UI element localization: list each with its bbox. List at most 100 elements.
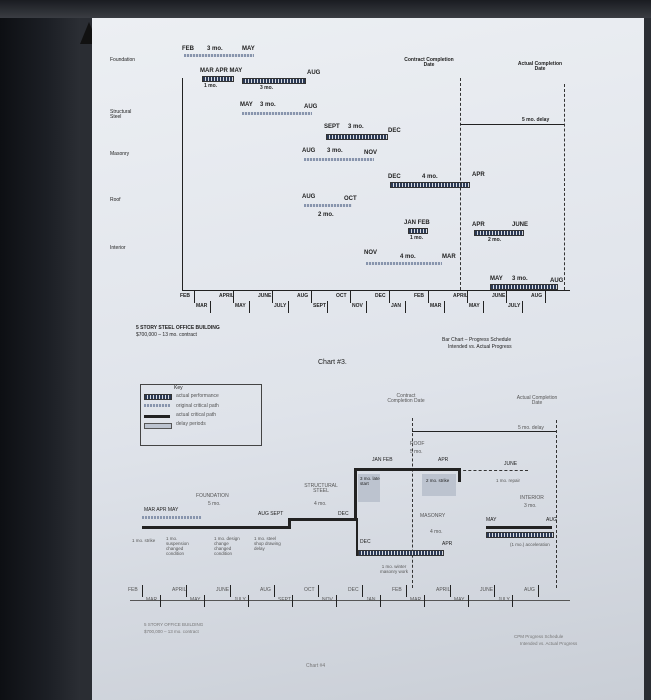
actual-completion-label: Actual Completion Date — [516, 395, 558, 406]
axis-tick — [142, 585, 143, 597]
axis-month-label: MAR — [146, 597, 158, 603]
axis-month-label: OCT — [304, 587, 315, 593]
axis-tick — [336, 595, 337, 607]
critical-path-roof-drop — [458, 468, 461, 482]
steel-label: STRUCTURAL STEEL — [304, 483, 338, 494]
axis-month-label: MAY — [190, 597, 201, 603]
bar-label: NOV — [364, 250, 378, 256]
axis-month-label: DEC — [375, 293, 386, 299]
steel-dec: DEC — [338, 511, 349, 517]
axis-tick — [450, 585, 451, 597]
bar-actual — [242, 78, 306, 84]
axis-tick — [233, 291, 234, 303]
caption-subtitle: Intended vs. Actual Progress — [448, 344, 512, 350]
roof-months: JAN FEB — [372, 457, 393, 463]
axis-tick — [362, 585, 363, 597]
roof-label: ROOF — [410, 441, 425, 447]
bar-label: AUG — [304, 104, 318, 110]
axis-month-label: MAR — [430, 303, 442, 309]
critical-path-masonry-rise — [356, 518, 358, 556]
contract-completion-label: Contract Completion Date — [404, 57, 454, 68]
masonry-duration: 4 mo. — [430, 529, 443, 535]
bar-actual — [202, 76, 234, 82]
axis-tick — [366, 301, 367, 313]
steel-wait-label: 3 mo. late start — [360, 476, 380, 486]
axis-month-label: NOV — [352, 303, 363, 309]
axis-tick — [292, 595, 293, 607]
foundation-aug-sept: AUG SEPT — [258, 511, 284, 517]
caption-title: Bar Chart – Progress Schedule — [442, 337, 512, 343]
axis-month-label: FEB — [392, 587, 402, 593]
bar-original — [242, 112, 312, 115]
bar-actual — [326, 134, 388, 140]
interior-aug: AUG — [546, 517, 557, 523]
axis-tick — [506, 291, 507, 303]
axis-tick — [424, 595, 425, 607]
bar-label: AUG — [307, 70, 321, 76]
axis-tick — [545, 291, 546, 303]
axis-tick — [311, 291, 312, 303]
bar-label: SEPT — [324, 124, 340, 130]
bar-label: AUG — [302, 148, 316, 154]
bar-label: OCT — [344, 196, 357, 202]
bar-duration: 3 mo. — [260, 85, 274, 91]
axis-tick — [248, 595, 249, 607]
row-label-masonry: Masonry — [110, 151, 130, 157]
axis-tick — [160, 595, 161, 607]
row-label-structural-steel: Structural Steel — [110, 109, 132, 120]
axis-month-label: APRIL — [172, 587, 187, 593]
key-swatch-original — [144, 404, 170, 407]
axis-tick — [350, 291, 351, 303]
axis-month-label: JAN — [391, 303, 402, 309]
axis-month-label: OCT — [336, 293, 347, 299]
axis-tick — [406, 585, 407, 597]
axis-tick — [468, 595, 469, 607]
delay-note: 1 mo. steel shop drawing delay — [254, 536, 281, 551]
bar-label: AUG — [302, 194, 316, 200]
axis-month-label: MAR — [410, 597, 422, 603]
contract-value: $700,000 – 13 mo. contract — [136, 332, 197, 338]
key-item: actual performance — [176, 393, 219, 399]
axis-month-label: DEC — [348, 587, 359, 593]
row-label-interior: Interior — [110, 245, 126, 251]
key-item: delay periods — [176, 421, 206, 427]
delay-note: 1 mo. strike — [132, 538, 156, 543]
key-title: Key — [174, 385, 183, 391]
axis-tick — [327, 301, 328, 313]
key-box — [140, 384, 262, 446]
axis-month-label: FEB — [128, 587, 138, 593]
bar-duration: 3 mo. — [207, 46, 223, 52]
time-axis — [182, 290, 570, 291]
masonry-apr: APR — [442, 541, 453, 547]
axis-month-label: AUG — [297, 293, 309, 299]
foundation-duration: 5 mo. — [208, 501, 221, 507]
bar-duration: 1 mo. — [204, 83, 218, 89]
axis-tick — [318, 585, 319, 597]
axis-tick — [288, 301, 289, 313]
bar-actual-interior — [486, 532, 554, 538]
contract-date-line — [460, 78, 461, 290]
monitor-bezel-left — [0, 0, 80, 700]
foundation-label: FOUNDATION — [196, 493, 229, 499]
axis-month-label: JUNE — [480, 587, 494, 593]
axis-tick — [204, 595, 205, 607]
bar-label: MAR APR MAY — [200, 68, 243, 74]
contract-completion-label: Contract Completion Date — [387, 393, 425, 404]
actual-date-line — [556, 420, 557, 588]
axis-month-label: JULY — [234, 597, 246, 603]
roof-apr: APR — [438, 457, 449, 463]
bar-original — [304, 204, 352, 207]
axis-month-label: NOV — [322, 597, 333, 603]
bar-label: APR — [472, 172, 485, 178]
bar-original-foundation — [142, 516, 202, 519]
critical-path-foundation-rise — [288, 518, 291, 529]
delay-label: 5 mo. delay — [518, 425, 544, 431]
axis-tick — [428, 291, 429, 303]
bar-original — [184, 54, 254, 57]
critical-path-steel — [288, 518, 357, 521]
delay-block-steel — [358, 474, 380, 502]
roof-duration: 5 mo. — [410, 449, 423, 455]
axis-tick — [444, 301, 445, 313]
axis-month-label: MAY — [235, 303, 246, 309]
axis-month-label: APRIL — [436, 587, 451, 593]
